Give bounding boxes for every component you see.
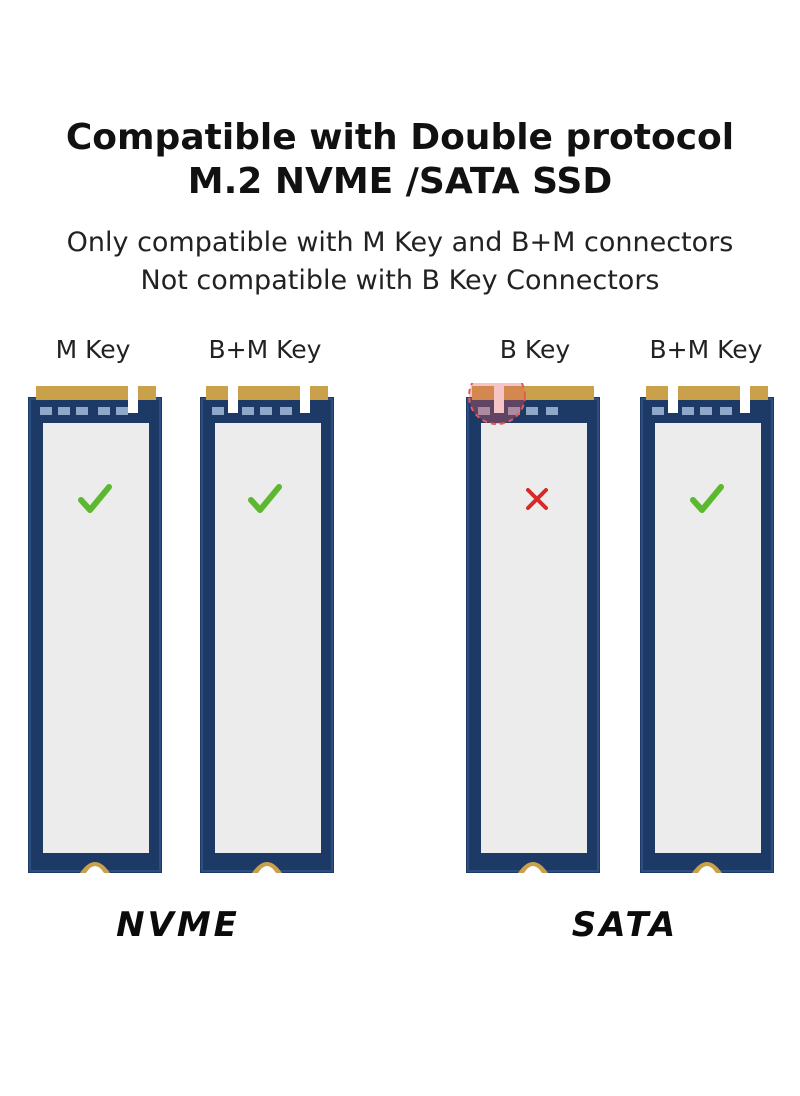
card-label-bm-key-nvme: B+M Key <box>208 335 322 364</box>
page-title-line2: M.2 NVME /SATA SSD <box>187 161 613 202</box>
check-icon <box>248 484 282 513</box>
ssd-b-key <box>466 383 600 873</box>
card-label-bm-key-sata: B+M Key <box>649 335 763 364</box>
ssd-bm-key-nvme <box>200 383 334 873</box>
subtitle-line2: Not compatible with B Key Connectors <box>140 265 660 296</box>
cross-icon <box>526 488 548 510</box>
card-label-m-key: M Key <box>55 335 131 364</box>
subtitle-line1: Only compatible with M Key and B+M conne… <box>66 227 734 258</box>
b-key-notch-highlight <box>468 383 526 425</box>
check-icon <box>78 484 112 513</box>
page-title-line1: Compatible with Double protocol <box>65 117 735 158</box>
group-label-sata: SATA <box>571 905 679 945</box>
ssd-bm-key-sata <box>640 383 774 873</box>
ssd-m-key <box>28 383 162 873</box>
group-label-nvme: NVME <box>116 905 240 945</box>
check-icon <box>690 484 724 513</box>
card-label-b-key: B Key <box>499 335 571 364</box>
